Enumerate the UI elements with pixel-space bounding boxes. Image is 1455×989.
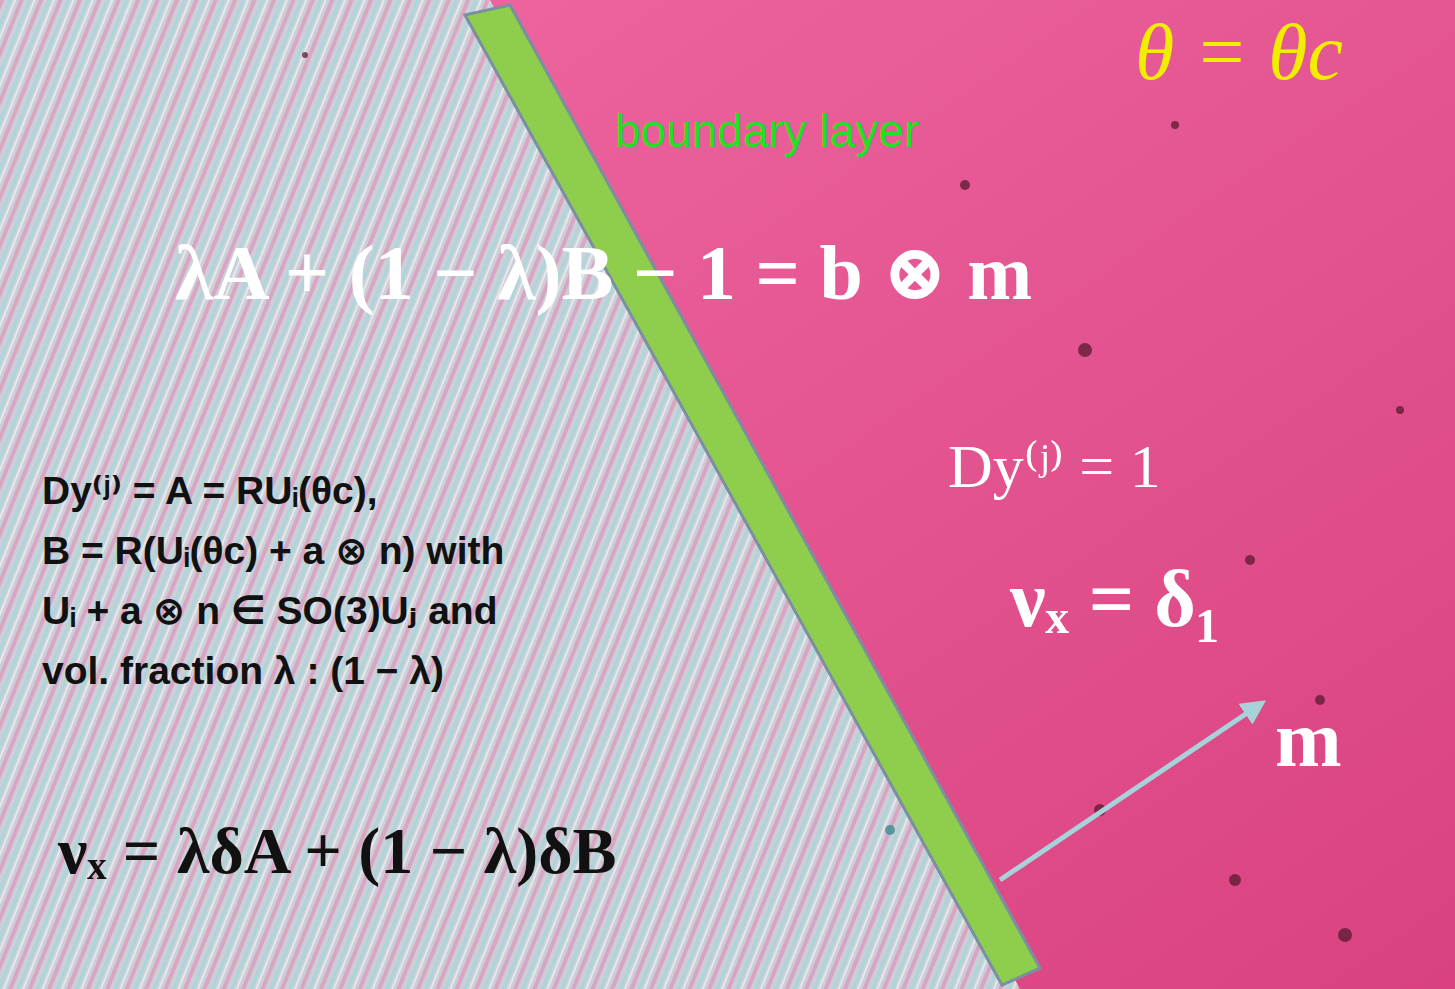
- striped-region: [0, 0, 1020, 989]
- compatibility-equation: λA + (1 − λ)B − 1 = b ⊗ m: [175, 230, 1032, 316]
- normal-arrow: [1000, 703, 1262, 880]
- normal-label: m: [1275, 695, 1342, 783]
- angle-label: θ = θc: [1135, 8, 1343, 96]
- measure-equation: νₓ = λδA + (1 − λ)δB: [58, 815, 617, 888]
- gradient-equation: Dy⁽ʲ⁾ = 1: [948, 432, 1161, 500]
- condition-line: Uᵢ + a ⊗ n ∈ SO(3)Uⱼ and: [42, 590, 498, 633]
- region-label: boundary layer: [615, 106, 919, 157]
- dark-dots: [302, 52, 1404, 942]
- condition-line: vol. fraction λ : (1 − λ): [42, 650, 444, 693]
- condition-line: B = R(Uᵢ(θc) + a ⊗ n) with: [42, 530, 504, 573]
- measure-equation: νₓ = δ₁: [1010, 555, 1220, 643]
- condition-line: Dy⁽ʲ⁾ = A = RUᵢ(θc),: [42, 470, 377, 513]
